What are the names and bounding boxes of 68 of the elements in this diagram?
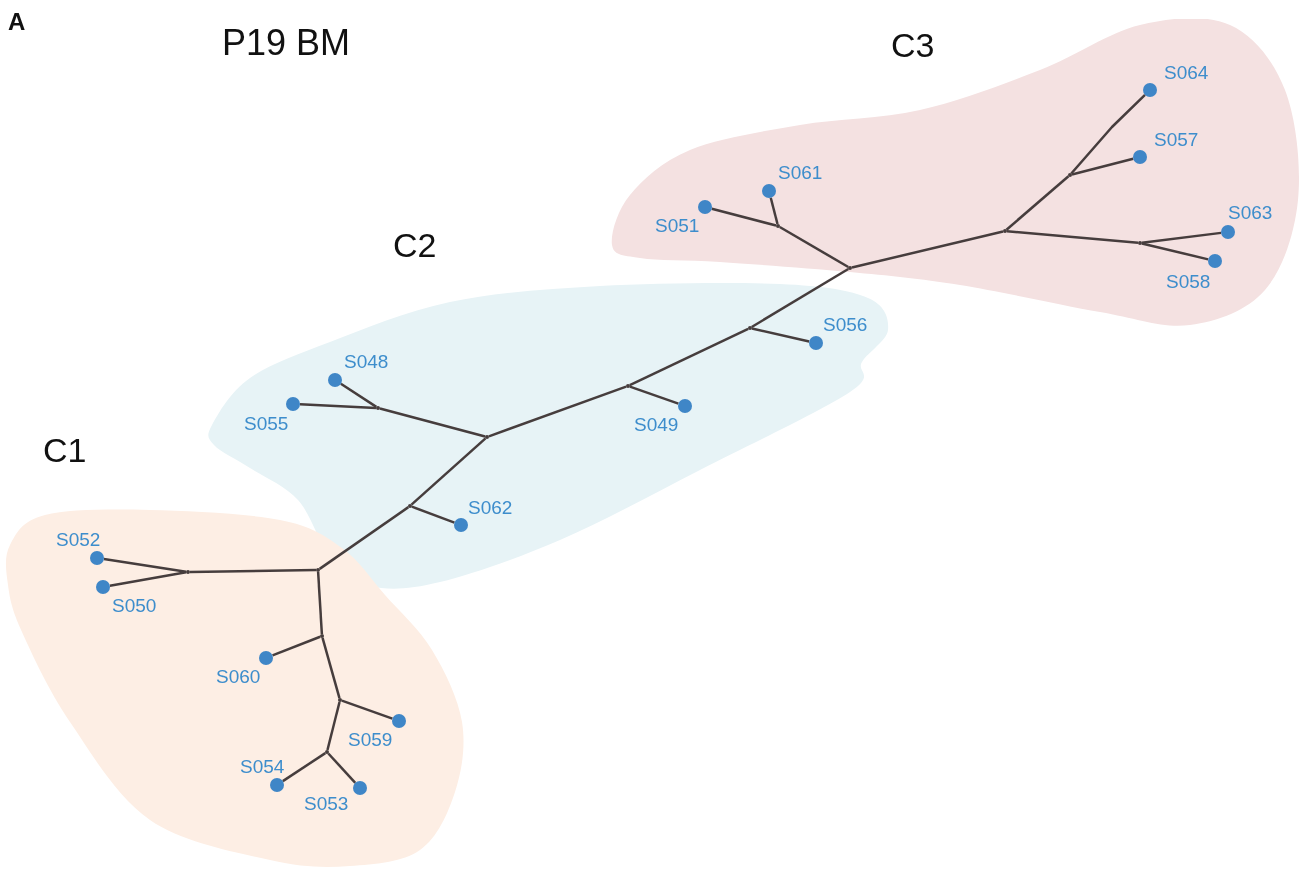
leaf-label: S063: [1228, 202, 1273, 224]
tree-branch: [629, 327, 749, 387]
leaf-label: S052: [56, 529, 101, 551]
tree-branch: [1006, 229, 1139, 245]
leaf-label: S058: [1166, 271, 1211, 293]
branch-point: [1068, 173, 1072, 177]
tree-branch: [629, 385, 679, 405]
tree-branch: [326, 701, 341, 751]
cluster-label: C1: [43, 430, 87, 470]
tree-branch: [299, 403, 377, 410]
branch-point: [376, 406, 380, 410]
tree-branch: [318, 506, 410, 570]
tree-branch: [1141, 231, 1222, 244]
tree-branch: [327, 752, 357, 784]
branch-point: [186, 570, 190, 574]
branch-point: [848, 266, 852, 270]
tree-branch: [769, 197, 779, 225]
tree-branch: [282, 752, 326, 783]
leaf-label: S062: [468, 497, 513, 519]
tree-branch: [1141, 242, 1209, 261]
leaf-label: S061: [778, 162, 823, 184]
tree-branch: [340, 382, 377, 408]
tree-branch: [321, 637, 341, 699]
branch-point: [408, 504, 412, 508]
leaf-label: S060: [216, 666, 261, 688]
tree-branch: [103, 557, 187, 573]
branch-point: [320, 634, 324, 638]
tree-branch: [316, 571, 324, 635]
tree-branch: [488, 385, 627, 438]
branch-point: [338, 698, 342, 702]
branch-point: [748, 326, 752, 330]
leaf-label: S059: [348, 729, 393, 751]
tree-branch: [341, 699, 393, 720]
panel-letter: A: [8, 8, 26, 36]
branch-point: [325, 750, 329, 754]
leaf-label: S051: [655, 215, 700, 237]
leaf-label: S048: [344, 351, 389, 373]
diagram-title: P19 BM: [222, 22, 351, 64]
branch-point: [316, 568, 320, 572]
leaf-label: S064: [1164, 62, 1209, 84]
tree-branch: [272, 635, 321, 657]
cluster-label: C2: [393, 225, 437, 265]
leaf-label: S050: [112, 595, 157, 617]
leaf-label: S054: [240, 756, 285, 778]
tree-branch: [411, 505, 455, 524]
tree-branch: [1071, 157, 1134, 176]
cluster-label: C3: [891, 25, 935, 65]
branch-point: [776, 224, 780, 228]
leaf-label: S049: [634, 414, 679, 436]
branch-point: [1138, 241, 1142, 245]
leaf-label: S055: [244, 413, 289, 435]
tree-branch: [851, 230, 1004, 269]
leaf-label: S053: [304, 793, 349, 815]
tree-branch: [751, 327, 810, 343]
leaf-label: S056: [823, 314, 868, 336]
tree-branch: [1005, 175, 1070, 231]
tree-branch: [711, 207, 777, 227]
tree-branch: [410, 437, 487, 506]
tree-branch: [1070, 94, 1146, 175]
tree-branch: [779, 225, 849, 269]
tree-branch: [379, 407, 486, 438]
tree-branch: [189, 568, 317, 574]
tree-branch: [751, 267, 849, 329]
branch-point: [1003, 229, 1007, 233]
leaf-label: S057: [1154, 129, 1199, 151]
tree-branch: [109, 571, 187, 587]
branch-point: [485, 435, 489, 439]
branch-point: [626, 384, 630, 388]
